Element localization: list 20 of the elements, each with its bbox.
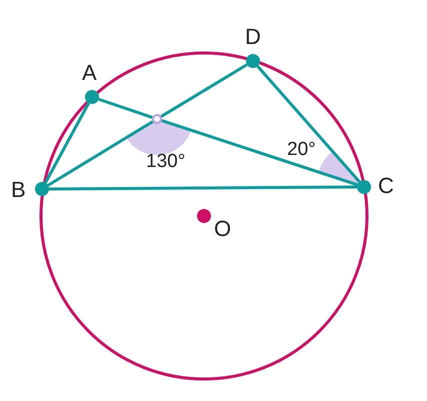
line-segment (49, 186, 357, 190)
point-marker (197, 209, 211, 223)
line-segment (47, 120, 154, 187)
line-segment (161, 119, 358, 186)
line-segment (160, 63, 248, 118)
point-marker (85, 90, 99, 104)
angle-label: 130° (146, 152, 186, 171)
line-segment (44, 102, 90, 184)
line-segment (256, 65, 360, 183)
point-label: A (82, 62, 97, 84)
point-marker (35, 182, 49, 196)
point-label: B (11, 179, 26, 201)
point-label: D (245, 26, 261, 48)
point-marker (357, 180, 371, 194)
line-segment (98, 98, 153, 119)
point-marker (246, 54, 260, 68)
point-label: C (378, 175, 394, 197)
point-label: O (214, 218, 232, 240)
angle-label: 20° (287, 140, 316, 159)
intersection-point (152, 114, 162, 124)
